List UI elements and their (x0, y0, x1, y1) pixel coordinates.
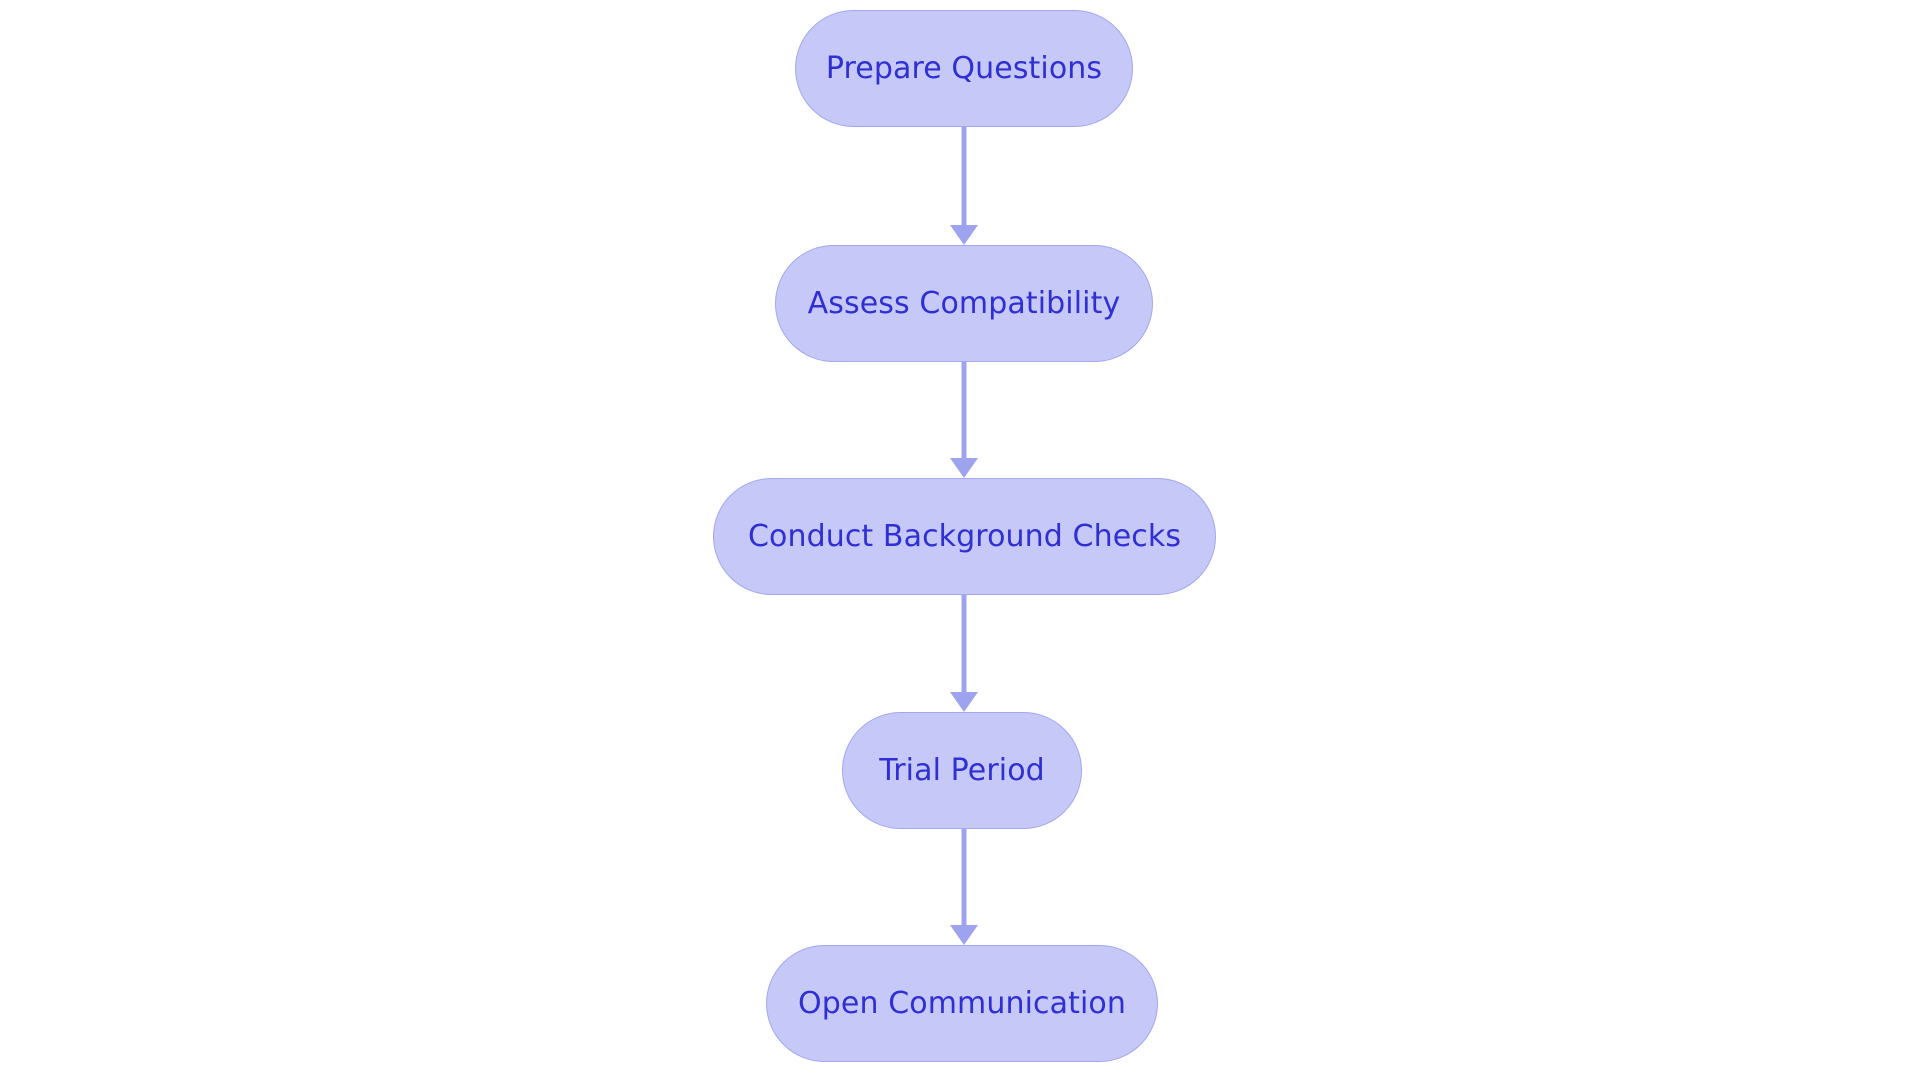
flow-connector-2 (950, 362, 978, 478)
flow-node-2[interactable]: Assess Compatibility (775, 245, 1153, 362)
flow-node-1[interactable]: Prepare Questions (795, 10, 1133, 127)
flow-node-5[interactable]: Open Communication (766, 945, 1158, 1062)
flow-connector-4 (950, 829, 978, 945)
flow-connector-1 (950, 127, 978, 245)
flow-connector-3 (950, 595, 978, 712)
connector-arrowhead (950, 692, 978, 712)
flow-node-label: Open Communication (798, 985, 1126, 1021)
flow-node-3[interactable]: Conduct Background Checks (713, 478, 1216, 595)
flow-node-label: Trial Period (879, 752, 1045, 788)
flow-node-4[interactable]: Trial Period (842, 712, 1082, 829)
flow-node-label: Conduct Background Checks (747, 518, 1182, 554)
flow-node-label: Prepare Questions (825, 50, 1103, 86)
flow-node-label: Assess Compatibility (807, 285, 1121, 321)
connector-arrowhead (950, 458, 978, 478)
connector-arrowhead (950, 925, 978, 945)
connector-arrowhead (950, 225, 978, 245)
